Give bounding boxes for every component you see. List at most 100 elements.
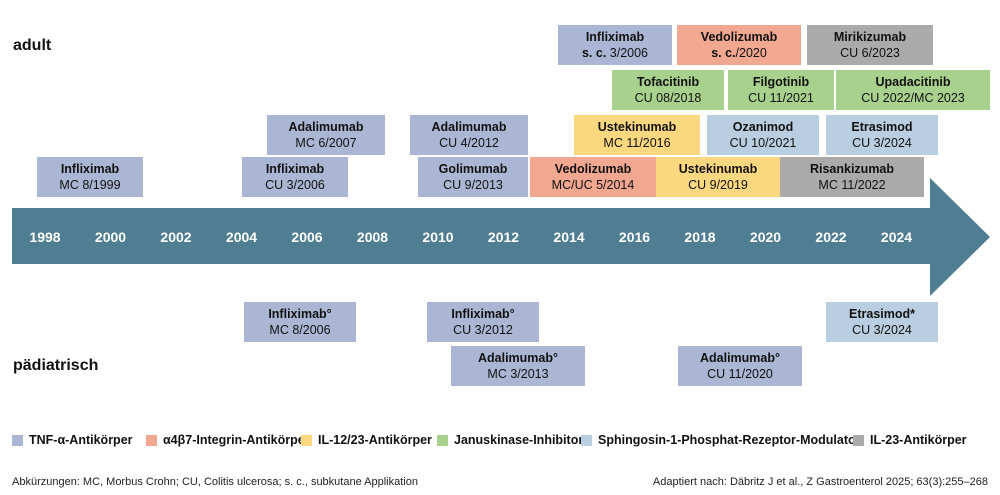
drug-box: Risankizumab MC 11/2022	[780, 157, 924, 197]
drug-approval: CU 9/2019	[688, 178, 748, 192]
legend-label: IL-12/23-Antikörper	[318, 433, 432, 447]
drug-box: Golimumab CU 9/2013	[418, 157, 528, 197]
timeline-arrow	[12, 178, 990, 296]
drug-approval: MC 11/2016	[603, 136, 671, 150]
legend-label: TNF-α-Antikörper	[29, 433, 133, 447]
drug-approval-date: 3/2006	[606, 46, 649, 60]
drug-name: Adalimumab	[431, 120, 507, 134]
drug-approval: MC 11/2022	[818, 178, 886, 192]
drug-box: Adalimumab° CU 11/2020	[678, 346, 802, 386]
drug-name: Risankizumab	[809, 162, 895, 176]
drug-route: s. c.	[711, 46, 736, 60]
footer-abbreviations: Abkürzungen: MC, Morbus Crohn; CU, Colit…	[12, 476, 418, 488]
year-label: 2004	[225, 229, 258, 245]
drug-name: Golimumab	[438, 162, 508, 176]
drug-name: Ozanimod	[732, 120, 794, 134]
drug-name: Adalimumab°	[699, 351, 780, 365]
year-label: 2014	[553, 229, 585, 245]
legend-label: Sphingosin-1-Phosphat-Rezeptor-Modulator	[598, 433, 861, 447]
drug-box: Adalimumab CU 4/2012	[410, 115, 528, 155]
year-label: 2010	[422, 229, 454, 245]
drug-box: Ustekinumab MC 11/2016	[574, 115, 700, 155]
drug-approval: s. c. 3/2006	[582, 45, 648, 61]
year-label: 2012	[487, 229, 520, 245]
legend-swatch	[437, 434, 448, 446]
drug-approval: MC/UC 5/2014	[551, 178, 635, 192]
drug-approval: CU 3/2024	[852, 323, 912, 337]
legend-item-s1p: Sphingosin-1-Phosphat-Rezeptor-Modulator	[581, 433, 860, 447]
legend-label: α4β7-Integrin-Antikörper	[163, 433, 310, 447]
drug-route: s. c.	[581, 46, 607, 60]
drug-box: Etrasimod* CU 3/2024	[826, 302, 938, 342]
drug-approval-date: /2020	[735, 46, 767, 60]
drug-name: Vedolizumab	[700, 30, 778, 44]
drug-approval: MC 6/2007	[295, 136, 357, 150]
drug-name: Infliximab°	[268, 307, 332, 321]
drug-approval: MC 3/2013	[487, 367, 549, 381]
drug-approval: CU 11/2020	[707, 367, 773, 381]
year-label: 2008	[356, 229, 389, 245]
drug-name: Adalimumab°	[477, 351, 558, 365]
legend-swatch	[853, 434, 864, 446]
drug-name: Adalimumab	[288, 120, 364, 134]
label-pediatric: pädiatrisch	[13, 357, 99, 374]
drug-name: Infliximab	[265, 162, 325, 176]
year-label: 1998	[29, 229, 61, 245]
drug-box: Infliximab° CU 3/2012	[427, 302, 539, 342]
drug-name: Infliximab°	[451, 307, 515, 321]
drug-box: Vedolizumab MC/UC 5/2014	[530, 157, 656, 197]
legend-label: Januskinase-Inhibitor	[454, 433, 584, 447]
drug-approval: CU 11/2021	[748, 91, 814, 105]
legend-swatch	[581, 434, 592, 446]
label-adult: adult	[13, 37, 52, 54]
drug-name: Ustekinumab	[678, 162, 758, 176]
drug-approval: CU 3/2012	[453, 323, 513, 337]
drug-box: Mirikizumab CU 6/2023	[807, 25, 933, 65]
year-label: 2022	[815, 229, 847, 245]
drug-box: Infliximab° MC 8/2006	[244, 302, 356, 342]
drug-name: Infliximab	[60, 162, 120, 176]
drug-name: Etrasimod*	[849, 307, 915, 321]
year-label: 2024	[880, 229, 913, 245]
legend-item-a4b7: α4β7-Integrin-Antikörper	[146, 433, 310, 447]
drug-approval: CU 3/2024	[852, 136, 912, 150]
year-label: 2006	[291, 229, 323, 245]
drug-box: Filgotinib CU 11/2021	[728, 70, 834, 110]
drug-approval: CU 9/2013	[443, 178, 503, 192]
year-label: 2020	[749, 229, 782, 245]
drug-box: Adalimumab° MC 3/2013	[451, 346, 585, 386]
drug-name: Ustekinumab	[597, 120, 677, 134]
drug-box: Ustekinumab CU 9/2019	[656, 157, 780, 197]
drug-approval: CU 4/2012	[439, 136, 499, 150]
legend-swatch	[301, 434, 312, 446]
drug-approval: CU 08/2018	[634, 91, 702, 105]
footer-source: Adaptiert nach: Däbritz J et al., Z Gast…	[652, 476, 988, 488]
year-label: 2002	[160, 229, 192, 245]
drug-box: Etrasimod CU 3/2024	[826, 115, 938, 155]
drug-name: Infliximab	[585, 30, 645, 44]
drug-box: Infliximab s. c. 3/2006	[558, 25, 672, 65]
timeline-arrow-shape	[12, 178, 990, 296]
drug-approval: CU 2022/MC 2023	[861, 91, 965, 105]
drug-approval: CU 6/2023	[840, 46, 900, 60]
drug-box: Infliximab CU 3/2006	[242, 157, 348, 197]
drug-approval: MC 8/1999	[59, 178, 121, 192]
drug-name: Vedolizumab	[554, 162, 632, 176]
legend-item-il23: IL-23-Antikörper	[853, 433, 967, 447]
legend-item-tnf: TNF-α-Antikörper	[12, 433, 133, 447]
drug-box: Upadacitinib CU 2022/MC 2023	[836, 70, 990, 110]
legend-label: IL-23-Antikörper	[870, 433, 967, 447]
drug-name: Upadacitinib	[875, 75, 951, 89]
drug-box: Tofacitinib CU 08/2018	[612, 70, 724, 110]
drug-box: Adalimumab MC 6/2007	[267, 115, 385, 155]
legend-swatch	[146, 434, 157, 446]
drug-approval: CU 3/2006	[265, 178, 325, 192]
drug-box: Vedolizumab s. c./2020	[677, 25, 801, 65]
legend-item-il1223: IL-12/23-Antikörper	[301, 433, 432, 447]
drug-name: Filgotinib	[752, 75, 810, 89]
drug-approval: s. c./2020	[711, 45, 767, 61]
legend-item-jak: Januskinase-Inhibitor	[437, 433, 583, 447]
drug-approval: MC 8/2006	[269, 323, 331, 337]
year-label: 2018	[684, 229, 716, 245]
drug-name: Etrasimod	[851, 120, 913, 134]
